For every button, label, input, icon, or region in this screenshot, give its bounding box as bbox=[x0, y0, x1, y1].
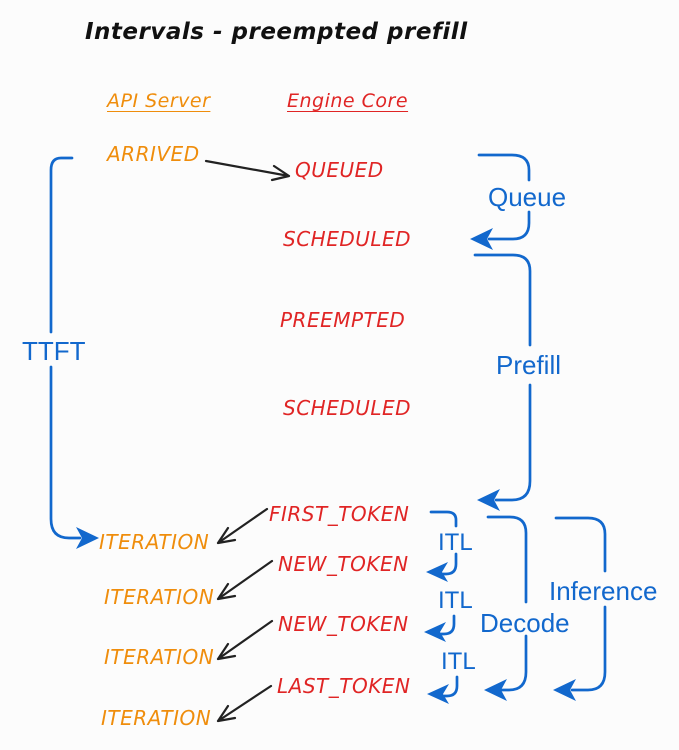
column-header-api-server: API Server bbox=[107, 90, 211, 112]
inference-arrowhead bbox=[553, 679, 576, 701]
itl-bracket-top bbox=[429, 510, 458, 528]
interval-label-prefill: Prefill bbox=[496, 350, 562, 380]
interval-label-ttft: TTFT bbox=[22, 336, 86, 366]
interval-label-inference: Inference bbox=[549, 576, 658, 606]
event-iteration-4: ITERATION bbox=[101, 706, 212, 730]
inference-bracket bbox=[554, 516, 607, 692]
event-queued: QUEUED bbox=[295, 158, 384, 182]
ttft-arrowhead bbox=[76, 527, 99, 549]
diagram-title: Intervals - preempted prefill bbox=[85, 19, 468, 45]
column-header-engine-core: Engine Core bbox=[287, 90, 409, 112]
queue-bracket bbox=[477, 153, 531, 241]
itl-hook-3 bbox=[442, 675, 459, 698]
event-arrived: ARRIVED bbox=[107, 142, 200, 166]
itl-hook-2 bbox=[439, 614, 456, 636]
arrow-arrived-to-queued bbox=[204, 159, 291, 182]
interval-label-decode: Decode bbox=[480, 608, 570, 638]
arrow-new-token-2-to-iteration bbox=[216, 619, 274, 661]
event-new-token-1: NEW_TOKEN bbox=[278, 552, 409, 576]
interval-label-queue: Queue bbox=[488, 182, 567, 212]
itl-arrowhead-3 bbox=[427, 684, 449, 704]
ttft-bracket bbox=[49, 156, 82, 540]
arrow-last-token-to-iteration bbox=[216, 684, 273, 723]
arrow-first-token-to-iteration bbox=[216, 507, 269, 545]
event-iteration-2: ITERATION bbox=[104, 585, 215, 609]
queue-arrowhead bbox=[470, 228, 493, 250]
event-scheduled-2: SCHEDULED bbox=[283, 396, 412, 420]
event-preempted: PREEMPTED bbox=[280, 308, 406, 332]
itl-arrowhead-2 bbox=[424, 622, 446, 642]
arrow-new-token-1-to-iteration bbox=[216, 559, 274, 601]
interval-label-itl-2: ITL bbox=[438, 587, 473, 614]
event-iteration-3: ITERATION bbox=[104, 645, 215, 669]
event-scheduled-1: SCHEDULED bbox=[283, 227, 412, 251]
interval-label-itl-3: ITL bbox=[441, 648, 476, 675]
event-last-token: LAST_TOKEN bbox=[277, 674, 411, 698]
prefill-arrowhead bbox=[477, 489, 500, 511]
prefill-bracket bbox=[473, 253, 532, 502]
itl-hook-1 bbox=[441, 552, 458, 576]
decode-arrowhead bbox=[484, 679, 507, 701]
event-new-token-2: NEW_TOKEN bbox=[278, 612, 409, 636]
event-first-token: FIRST_TOKEN bbox=[269, 502, 410, 526]
event-iteration-1: ITERATION bbox=[99, 530, 210, 554]
interval-label-itl-1: ITL bbox=[438, 529, 473, 556]
decode-bracket bbox=[486, 515, 528, 692]
itl-arrowhead-1 bbox=[426, 562, 448, 582]
